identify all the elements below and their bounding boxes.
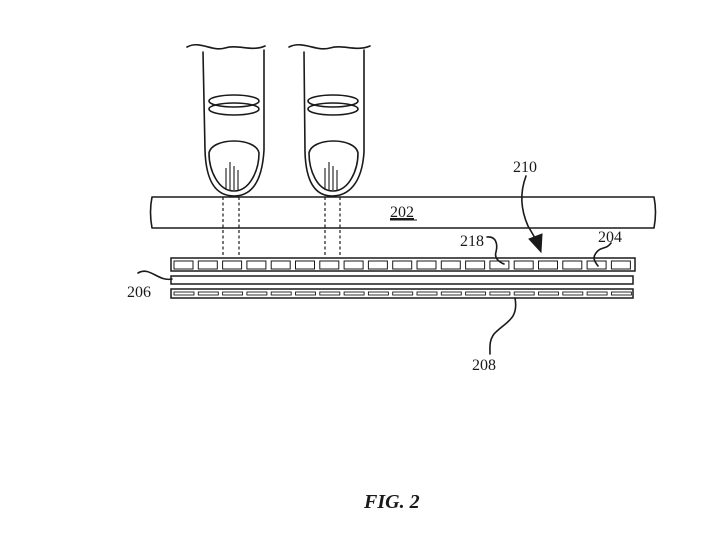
label-206: 206 xyxy=(127,284,151,301)
layer-208-cell xyxy=(173,291,195,296)
sensor-cell xyxy=(465,260,486,270)
sensor-cell xyxy=(610,260,631,270)
layer-208-cell xyxy=(343,291,365,296)
layer-208-cell xyxy=(295,291,316,296)
sensor-cell xyxy=(295,260,315,270)
sensor-cell xyxy=(440,260,461,270)
sensor-cell xyxy=(270,260,291,270)
sensor-cell xyxy=(319,260,340,270)
sensor-cell xyxy=(222,260,243,270)
leader-204 xyxy=(593,242,612,267)
sensor-cell xyxy=(538,260,558,270)
layer-208-cell xyxy=(416,291,438,296)
layer-208-cell xyxy=(562,291,584,296)
layer-208-cell xyxy=(610,291,632,296)
layer-208-cell xyxy=(465,291,487,296)
layer-208-cell xyxy=(489,291,511,296)
sensor-cell xyxy=(246,260,267,270)
layer-208-cell xyxy=(270,291,292,296)
sensor-cell xyxy=(197,260,218,270)
layer-208-cell xyxy=(513,291,535,296)
layer-208-cell xyxy=(440,291,462,296)
arrow-210 xyxy=(520,175,543,254)
sensor-cell xyxy=(513,260,534,270)
label-202: 202 xyxy=(390,204,414,221)
layer-208-cell xyxy=(319,291,341,296)
figure-caption: FIG. 2 xyxy=(363,491,420,513)
layer-208-cell xyxy=(586,291,608,296)
layer-208-cell xyxy=(392,291,414,296)
leader-218 xyxy=(486,236,505,265)
fingerprint-ridges-left xyxy=(225,162,239,190)
sensor-cell xyxy=(416,260,437,270)
cover-layer-202 xyxy=(149,196,657,229)
label-218: 218 xyxy=(460,233,484,250)
leader-206 xyxy=(137,270,173,281)
label-208: 208 xyxy=(472,357,496,374)
fingerprint-ridges-right xyxy=(324,162,338,190)
label-210: 210 xyxy=(513,159,537,176)
sensor-cell xyxy=(367,260,388,270)
sensor-cell xyxy=(173,260,194,270)
layer-208-cell xyxy=(367,291,389,296)
finger-left xyxy=(186,43,266,197)
sensor-array-204 xyxy=(170,257,636,272)
finger-right xyxy=(288,43,371,197)
layer-206 xyxy=(170,275,634,285)
layer-208-cell xyxy=(222,291,244,296)
label-204: 204 xyxy=(598,229,622,246)
projection-lines xyxy=(222,197,341,259)
layer-208-cell xyxy=(197,291,219,296)
layer-208 xyxy=(170,288,634,299)
leader-208 xyxy=(489,297,517,355)
layer-208-cell xyxy=(246,291,268,296)
sensor-cell xyxy=(562,260,583,270)
layer-208-cell xyxy=(538,291,559,296)
sensor-cell xyxy=(392,260,413,270)
sensor-cell xyxy=(343,260,364,270)
